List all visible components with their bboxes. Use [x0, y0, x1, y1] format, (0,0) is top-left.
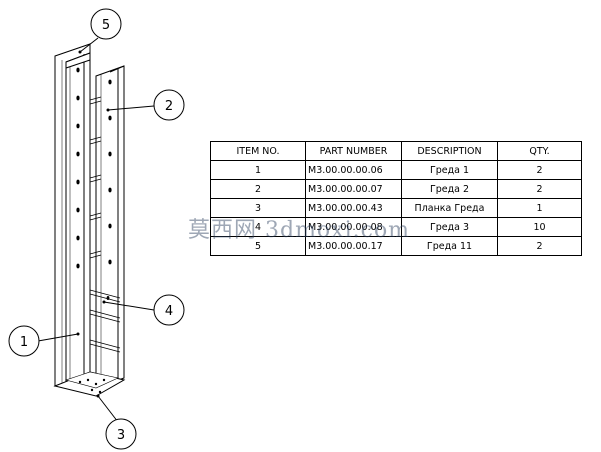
balloon-1: 1: [8, 325, 40, 357]
bom-description: Греда 2: [401, 179, 498, 199]
balloon-4: 4: [153, 294, 185, 326]
bom-header-item-no: ITEM NO.: [210, 141, 306, 161]
balloon-3: 3: [105, 418, 137, 450]
bom-row: 3 M3.00.00.00.43 Планка Греда 1: [210, 198, 582, 218]
bom-row: 1 M3.00.00.00.06 Греда 1 2: [210, 160, 582, 180]
bom-header-description: DESCRIPTION: [401, 141, 498, 161]
bom-part-number: M3.00.00.00.06: [305, 160, 402, 180]
bill-of-materials-table: ITEM NO. PART NUMBER DESCRIPTION QTY. 1 …: [210, 141, 582, 256]
bom-header-qty: QTY.: [497, 141, 582, 161]
bom-part-number: M3.00.00.00.17: [305, 236, 402, 256]
bom-description: Греда 3: [401, 217, 498, 237]
bom-qty: 2: [497, 160, 582, 180]
bom-qty: 2: [497, 179, 582, 199]
balloon-2-label: 2: [165, 99, 173, 114]
spacer-plates: [89, 96, 121, 353]
bom-item-no: 1: [210, 160, 306, 180]
bom-qty: 2: [497, 236, 582, 256]
bolt-holes: [76, 67, 112, 300]
base-plate: [53, 371, 126, 397]
bom-part-number: M3.00.00.00.08: [305, 217, 402, 237]
bom-item-no: 3: [210, 198, 306, 218]
bom-header-row: ITEM NO. PART NUMBER DESCRIPTION QTY.: [210, 141, 582, 161]
bom-row: 4 M3.00.00.00.08 Греда 3 10: [210, 217, 582, 237]
bom-item-no: 2: [210, 179, 306, 199]
balloon-5: 5: [90, 8, 122, 40]
bom-qty: 10: [497, 217, 582, 237]
bom-qty: 1: [497, 198, 582, 218]
bom-header-part-number: PART NUMBER: [305, 141, 402, 161]
bom-item-no: 4: [210, 217, 306, 237]
bom-row: 2 M3.00.00.00.07 Греда 2 2: [210, 179, 582, 199]
bom-row: 5 M3.00.00.00.17 Греда 11 2: [210, 236, 582, 256]
bom-description: Планка Греда: [401, 198, 498, 218]
leader-lines: [37, 37, 155, 423]
balloon-1-label: 1: [20, 335, 28, 350]
bom-description: Греда 1: [401, 160, 498, 180]
balloon-3-label: 3: [117, 428, 125, 443]
bom-part-number: M3.00.00.00.07: [305, 179, 402, 199]
balloon-4-label: 4: [165, 304, 173, 319]
balloon-5-label: 5: [102, 18, 110, 33]
bom-part-number: M3.00.00.00.43: [305, 198, 402, 218]
bom-description: Греда 11: [401, 236, 498, 256]
balloon-2: 2: [153, 89, 185, 121]
bom-item-no: 5: [210, 236, 306, 256]
